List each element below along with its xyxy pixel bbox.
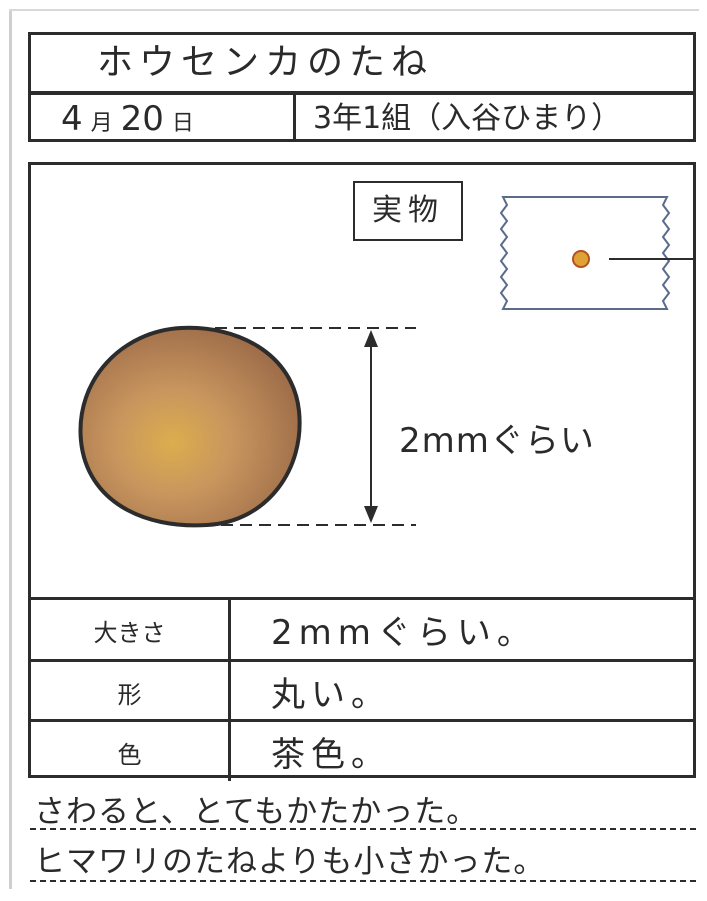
note-line-2: ヒマワリのたねよりも小さかった。 — [34, 844, 546, 880]
date-day: 20 — [120, 99, 164, 139]
note-line-1: さわると、とてもかたかった。 — [34, 794, 479, 830]
table-value-shape: 丸い。 — [271, 675, 391, 715]
tape-sample — [499, 196, 693, 310]
info-divider — [293, 95, 296, 139]
date-month-unit: 月 — [90, 111, 113, 136]
date-day-unit: 日 — [171, 111, 194, 136]
table-value-size: 2mmぐらい。 — [271, 613, 537, 653]
enlarged-seed — [78, 325, 302, 528]
table-value-color: 茶色。 — [271, 735, 391, 775]
seed-drawing — [78, 196, 693, 528]
table-label-color: 色 — [117, 741, 142, 769]
measurement-label: 2mmぐらい — [399, 421, 595, 461]
real-size-label: 実物 — [353, 181, 463, 241]
measure-arrow-bottom — [364, 506, 378, 523]
class-and-name: 3年1組（入谷ひまり） — [313, 101, 622, 136]
table-top-line — [31, 597, 693, 600]
title-box: ホウセンカのたね — [28, 32, 696, 94]
table-column-line — [228, 597, 231, 781]
table-row-line-2 — [31, 719, 693, 722]
page-frame-left — [9, 9, 12, 889]
table-label-size: 大きさ — [93, 619, 166, 647]
note-dash-2 — [30, 880, 696, 882]
page-frame-top — [9, 9, 699, 11]
table-row-line-1 — [31, 659, 693, 662]
note-dash-1 — [30, 828, 696, 830]
observation-box: 実物 2mmぐらい 大きさ 2mmぐらい。 形 丸い。 — [28, 162, 696, 781]
page-title: ホウセンカのたね — [97, 42, 434, 83]
real-seed — [572, 250, 590, 268]
table-label-shape: 形 — [117, 681, 142, 709]
date-month: 4 — [61, 99, 83, 139]
measure-arrow-top — [364, 330, 378, 347]
